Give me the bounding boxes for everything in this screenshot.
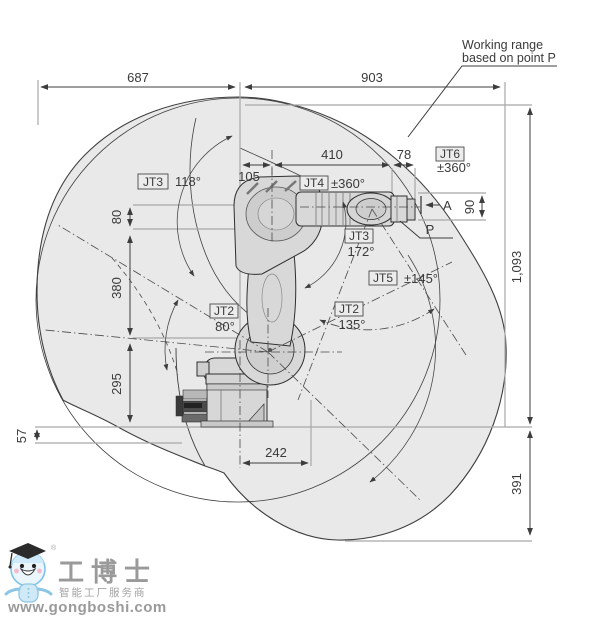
tool-flange [406,198,416,221]
left-sweep-circle [35,97,441,503]
jt3-left-tag: JT3 [143,175,163,189]
point-a-label: A [443,198,452,213]
dim-105-label: 105 [238,169,260,184]
sweep-arcs [163,135,436,483]
jt3-mid-value: 172° [348,244,375,259]
robot-arm [175,175,416,428]
graduation-cap-icon [9,543,46,559]
dim-1093-label: 1,093 [509,251,524,284]
jt3-mid-tag: JT3 [349,229,369,243]
jt5-tag: JT5 [373,271,393,285]
working-range-note: Working range based on point P [462,38,556,65]
dimension-texts: 687 903 410 78 105 80 380 295 57 242 1,0… [14,70,524,495]
mascot-smile [19,567,37,576]
mascot-cheek [37,568,42,574]
mascot-arm [36,587,53,596]
mascot-cheek [14,568,19,574]
jt4-label: JT4 ±360° [299,175,365,191]
point-p-label: P [426,222,435,237]
shoulder-hatch [246,180,297,195]
wrist-cylinder [390,195,408,223]
working-range-leader [407,65,557,138]
dim-242-label: 242 [265,445,287,460]
dimension-lines [34,65,557,536]
jt2-left-tag: JT2 [214,304,234,318]
dim-391-label: 391 [509,473,524,495]
jt6-label: JT6 ±360° [435,146,471,175]
jt2-right-tag: JT2 [339,302,359,316]
inner-top-arc [239,147,306,179]
motion-range-marks [44,135,467,501]
dim-410-label: 410 [321,147,343,162]
robot-foot-box [196,361,210,377]
jt5-value: ±145° [404,271,438,286]
dim-90-label: 90 [462,200,477,214]
base-connectors [175,389,208,423]
logo-name: 工博士 [58,558,157,587]
jt6-tag: JT6 [440,147,460,161]
jt2-left-value: 80° [215,319,235,334]
dim-57-label: 57 [14,429,29,443]
floor-plate [200,420,274,428]
logo-tagline: 智能工厂服务商 [59,586,147,599]
registered-mark: ® [51,544,57,552]
jt5-label: JT5 ±145° [368,270,438,286]
dim-380-label: 380 [109,277,124,299]
dim-295-label: 295 [109,373,124,395]
mascot-eye [19,563,25,569]
mascot [4,543,53,603]
logo-url: www.gongboshi.com [7,599,167,616]
joint-labels: JT3 118° JT4 ±360° JT6 ±360° JT3 172° JT… [137,146,471,334]
dim-80-label: 80 [109,210,124,224]
gongboshi-logo: ® 工博士 智能工厂服务商 www.gongboshi.com [4,543,167,616]
jt2-left-label: JT2 80° [209,303,239,334]
center-lines [44,150,467,501]
jt2-right-label: JT2 135° [334,301,366,332]
jt3-mid-label: JT3 172° [344,228,375,259]
jt2-right-value: 135° [339,317,366,332]
jt4-tag: JT4 [304,176,324,190]
dim-78-label: 78 [397,147,411,162]
mascot-eye [31,563,37,569]
jt4-value: ±360° [331,176,365,191]
note-line2: based on point P [462,51,556,65]
mascot-arm [4,587,21,596]
jt3-left-value: 118° [175,174,201,189]
jt6-value: ±360° [437,160,471,175]
jt3-left-label: JT3 118° [137,173,201,190]
point-p-leader [399,220,453,239]
dim-903-label: 903 [361,70,383,85]
dim-687-label: 687 [127,70,149,85]
note-line1: Working range [462,38,543,52]
